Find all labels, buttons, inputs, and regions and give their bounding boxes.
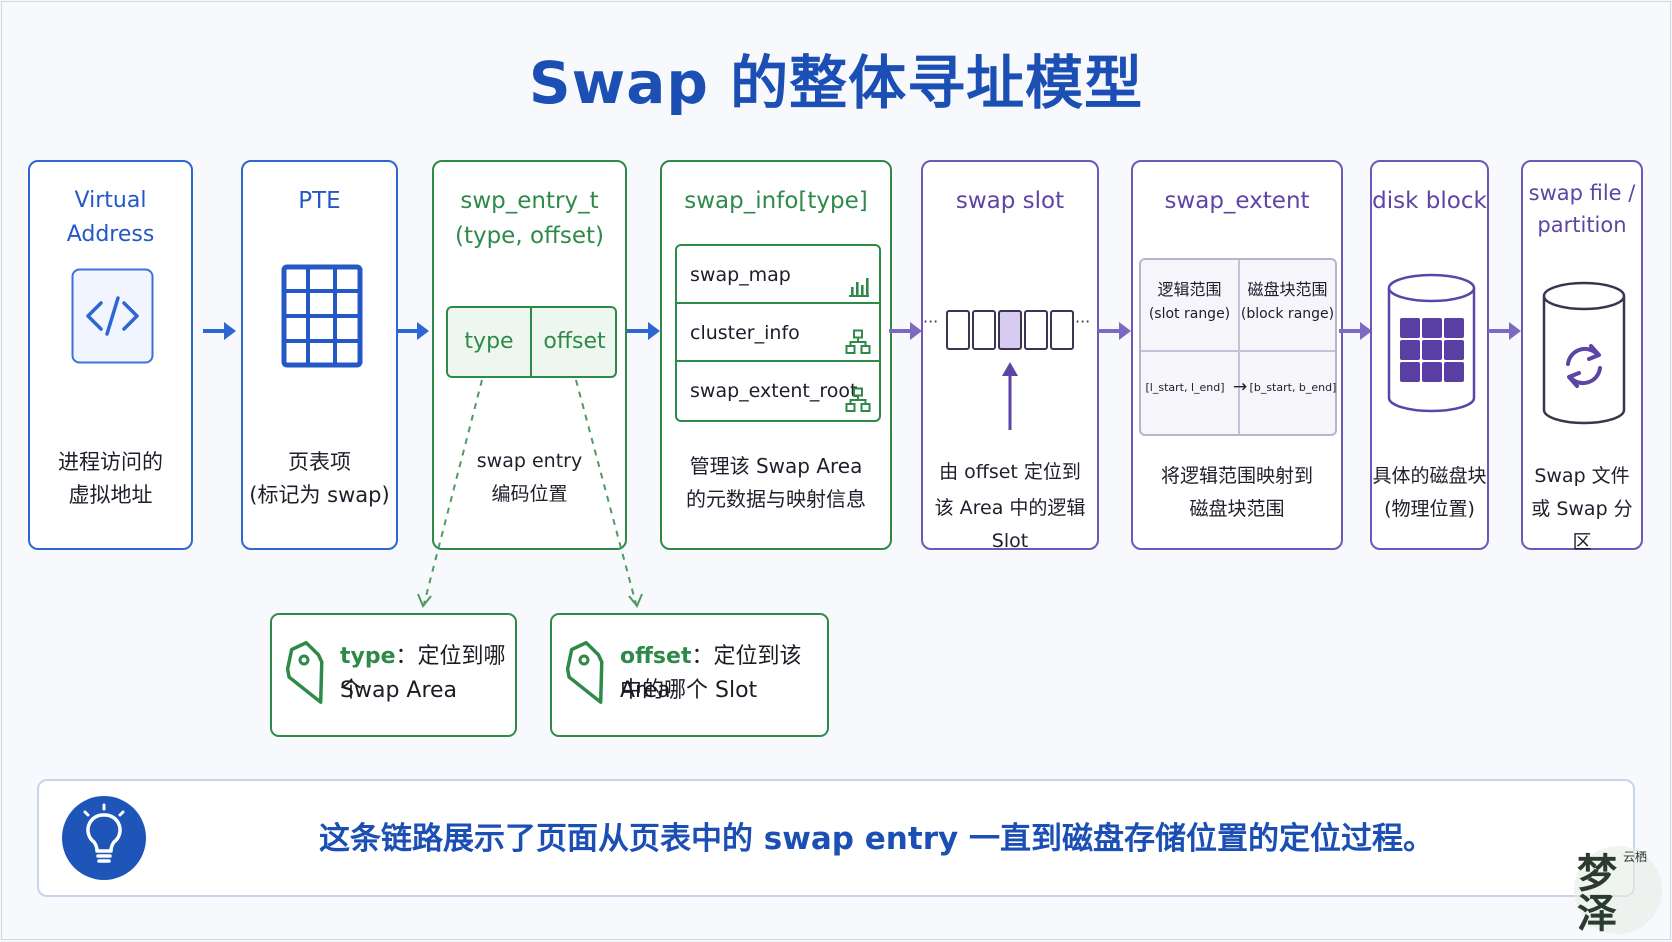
slot-ellipsis-right: ··· xyxy=(1075,312,1091,331)
swp-entry-field-offset: offset xyxy=(543,329,606,354)
arrow-2 xyxy=(395,319,431,343)
tag-icon xyxy=(285,640,332,709)
arrow-1 xyxy=(202,319,238,343)
swp-entry-fields: type offset xyxy=(446,306,617,378)
extent-right-header-2: (block range) xyxy=(1240,306,1335,322)
swp-entry-caption-2: 编码位置 xyxy=(491,483,568,505)
swap-file-card: swap file / partition Swap 文件 或 Swap 分区 xyxy=(1521,160,1643,553)
virtual-address-caption-2: 虚拟地址 xyxy=(68,483,153,507)
swap-info-row-cluster-info: cluster_info xyxy=(677,304,879,362)
virtual-address-card: Virtual Address 进程访问的 虚拟地址 xyxy=(28,160,193,550)
extent-left-range: [l_start, l_end] xyxy=(1145,381,1225,394)
swap-slot-card: swap slot ··· ··· 由 offset 定位到 该 Area 中的… xyxy=(921,160,1099,552)
code-icon xyxy=(71,268,154,364)
tag-icon xyxy=(565,640,612,709)
arrow-6 xyxy=(1338,319,1374,343)
extent-table-divider-v xyxy=(1238,260,1240,434)
disk-block-title: disk block xyxy=(1372,188,1487,214)
swap-info-card: swap_info[type] swap_map cluster_info sw… xyxy=(660,160,892,550)
swap-info-row-label: cluster_info xyxy=(690,322,800,344)
extent-right-header-1: 磁盘块范围 xyxy=(1247,280,1328,299)
type-note-line1: type：定位到哪个 xyxy=(340,644,506,703)
slot-ellipsis-left: ··· xyxy=(923,312,939,331)
swap-extent-caption-1: 将逻辑范围映射到 xyxy=(1160,465,1313,487)
extent-table-divider-h xyxy=(1141,350,1335,352)
watermark-small-text: 云栖 xyxy=(1623,850,1648,864)
arrow-4 xyxy=(888,319,924,343)
hierarchy-icon xyxy=(845,378,871,412)
swp-entry-card: swp_entry_t (type, offset) type offset s… xyxy=(432,160,627,550)
swap-file-title-2: partition xyxy=(1537,213,1627,237)
pte-title: PTE xyxy=(298,188,341,214)
swap-file-caption-1: Swap 文件 xyxy=(1534,465,1630,487)
swap-info-caption-1: 管理该 Swap Area xyxy=(689,454,863,478)
tip-banner: 这条链路展示了页面从页表中的 swap entry 一直到磁盘存储位置的定位过程… xyxy=(37,779,1635,897)
swap-extent-caption-2: 磁盘块范围 xyxy=(1189,498,1285,520)
disk-block-caption-2: (物理位置) xyxy=(1384,498,1475,520)
swap-info-row-extent-root: swap_extent_root xyxy=(677,362,879,420)
swap-info-row-swap-map: swap_map xyxy=(677,246,879,304)
pte-caption-2: (标记为 swap) xyxy=(249,483,390,507)
type-note-line2: Swap Area xyxy=(340,678,458,703)
swap-info-row-label: swap_extent_root xyxy=(690,380,858,402)
extent-table: 逻辑范围 (slot range) 磁盘块范围 (block range) [l… xyxy=(1139,258,1337,436)
arrow-5 xyxy=(1097,319,1133,343)
offset-note: offset：定位到该 Area 中的哪个 Slot xyxy=(550,613,829,737)
arrow-7 xyxy=(1487,319,1523,343)
type-note-label: type xyxy=(340,644,396,669)
disk-icon xyxy=(1386,272,1477,414)
extent-range-arrow: → xyxy=(1232,377,1248,397)
watermark-main-text: 梦泽 xyxy=(1570,852,1616,932)
pte-caption-1: 页表项 xyxy=(288,450,351,474)
swap-info-table: swap_map cluster_info swap_extent_root xyxy=(675,244,881,422)
swp-entry-title-1: swp_entry_t xyxy=(460,188,599,214)
pte-card: PTE 页表项 (标记为 swap) xyxy=(241,160,398,550)
swap-extent-title: swap_extent xyxy=(1164,188,1310,214)
extent-left-header-1: 逻辑范围 xyxy=(1157,280,1222,299)
disk-block-caption-1: 具体的磁盘块 xyxy=(1372,465,1487,487)
disk-block-card: disk block 具体的磁盘块 (物理位置) xyxy=(1370,160,1489,550)
hierarchy-icon xyxy=(845,320,871,354)
offset-note-line1: offset：定位到该 Area xyxy=(620,644,802,703)
slot-strip: ··· ··· xyxy=(923,308,1095,352)
offset-note-label: offset xyxy=(620,644,692,669)
swap-info-caption-2: 的元数据与映射信息 xyxy=(686,487,866,511)
swap-info-title: swap_info[type] xyxy=(684,188,868,214)
slot-pointer-arrow xyxy=(1000,360,1020,432)
swap-info-row-label: swap_map xyxy=(690,264,791,286)
swp-entry-title-2: (type, offset) xyxy=(454,223,605,249)
watermark-logo: 梦泽 云栖 xyxy=(1568,838,1668,938)
arrow-3 xyxy=(626,319,662,343)
swap-slot-caption-2: 该 Area 中的逻辑 Slot xyxy=(934,497,1086,552)
swap-extent-card: swap_extent 逻辑范围 (slot range) 磁盘块范围 (blo… xyxy=(1131,160,1343,550)
type-note: type：定位到哪个 Swap Area xyxy=(270,613,517,737)
swap-slot-title: swap slot xyxy=(955,188,1065,214)
virtual-address-caption-1: 进程访问的 xyxy=(58,450,163,474)
virtual-address-title: Virtual Address xyxy=(66,188,155,247)
extent-left-header-2: (slot range) xyxy=(1148,306,1231,322)
grid-icon xyxy=(281,264,363,368)
swap-file-cylinder-icon xyxy=(1541,280,1627,426)
tip-text: 这条链路展示了页面从页表中的 swap entry 一直到磁盘存储位置的定位过程… xyxy=(319,821,1434,857)
refresh-icon xyxy=(1561,340,1607,392)
offset-note-line2: 中的哪个 Slot xyxy=(620,678,758,703)
swap-file-caption-2: 或 Swap 分区 xyxy=(1531,498,1633,553)
swap-file-title-1: swap file / xyxy=(1528,181,1636,205)
swp-entry-caption-1: swap entry xyxy=(476,450,583,472)
extent-right-range: [b_start, b_end] xyxy=(1249,381,1337,394)
swp-entry-field-type: type xyxy=(448,308,532,376)
swap-slot-caption-1: 由 offset 定位到 xyxy=(939,461,1081,483)
bar-chart-icon xyxy=(847,263,871,297)
diagram-title: Swap 的整体寻址模型 xyxy=(528,49,1144,117)
lightbulb-icon xyxy=(61,795,147,881)
